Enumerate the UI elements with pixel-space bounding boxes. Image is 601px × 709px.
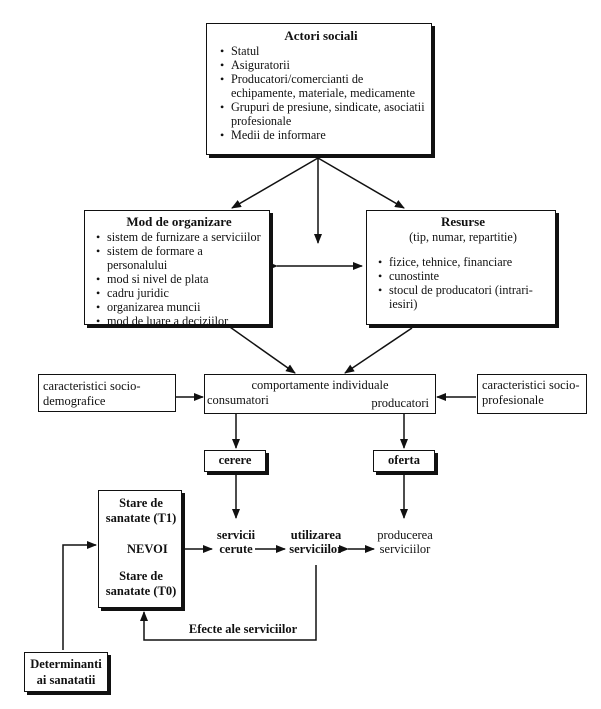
arrow-actori-to-resurse bbox=[317, 157, 405, 209]
mod-item: mod si nivel de plata bbox=[96, 272, 265, 286]
actori-sociali-list: Statul Asiguratorii Producatori/comercia… bbox=[217, 44, 425, 142]
mod-organizare-list: sistem de furnizare a serviciilor sistem… bbox=[93, 230, 265, 328]
mod-item: mod de luare a deciziilor bbox=[96, 314, 265, 328]
actori-item: Producatori/comercianti de echipamente, … bbox=[220, 72, 425, 100]
arrow-mod-to-comport bbox=[219, 319, 296, 374]
actori-sociali-title: Actori sociali bbox=[284, 28, 358, 43]
determinanti-box: Determinanti ai sanatatii bbox=[24, 652, 108, 692]
arrow-actori-to-mod bbox=[231, 157, 319, 209]
actori-item: Medii de informare bbox=[220, 128, 425, 142]
mod-item: sistem de formare a personalului bbox=[96, 244, 265, 272]
actori-item: Statul bbox=[220, 44, 425, 58]
socio-demografice-label: caracteristici socio-demografice bbox=[43, 379, 141, 408]
oferta-label: oferta bbox=[388, 453, 420, 467]
socio-profesionale-box: caracteristici socio-profesionale bbox=[477, 374, 587, 414]
utilizarea-serviciilor-label: utilizarea serviciilor bbox=[289, 528, 343, 556]
determinanti-label: Determinanti ai sanatatii bbox=[30, 657, 102, 687]
stare-t1-label: Stare de sanatate (T1) bbox=[105, 496, 177, 525]
resurse-list: fizice, tehnice, financiare cunostinte s… bbox=[375, 255, 551, 311]
mod-item: organizarea muncii bbox=[96, 300, 265, 314]
arrow-efecte-loop bbox=[140, 565, 317, 641]
consumatori-label: consumatori bbox=[207, 393, 269, 407]
mod-organizare-box: Mod de organizare sistem de furnizare a … bbox=[84, 210, 270, 328]
efecte-serviciilor-label: Efecte ale serviciilor bbox=[188, 622, 298, 636]
mod-item: cadru juridic bbox=[96, 286, 265, 300]
mod-organizare-title: Mod de organizare bbox=[126, 214, 232, 229]
socio-profesionale-label: caracteristici socio-profesionale bbox=[482, 378, 580, 407]
cerere-box: cerere bbox=[204, 450, 266, 472]
stare-t0-label: Stare de sanatate (T0) bbox=[105, 569, 177, 598]
stare-sanatate-box: Stare de sanatate (T1) NEVOI Stare de sa… bbox=[98, 490, 182, 608]
actori-item: Grupuri de presiune, sindicate, asociati… bbox=[220, 100, 425, 128]
arrow-resurse-to-comport bbox=[344, 327, 413, 374]
resurse-box: Resurse (tip, numar, repartitie) fizice,… bbox=[366, 210, 556, 325]
resurse-subtitle: (tip, numar, repartitie) bbox=[409, 230, 517, 244]
producerea-serviciilor-label: producerea serviciilor bbox=[377, 528, 433, 556]
cerere-label: cerere bbox=[218, 453, 252, 467]
actori-item: Asiguratorii bbox=[220, 58, 425, 72]
socio-demografice-box: caracteristici socio-demografice bbox=[38, 374, 176, 412]
arrow-determinanti-to-stare bbox=[62, 541, 97, 650]
actori-sociali-box: Actori sociali Statul Asiguratorii Produ… bbox=[206, 23, 432, 155]
mod-item: sistem de furnizare a serviciilor bbox=[96, 230, 265, 244]
resurse-title: Resurse bbox=[440, 214, 486, 229]
nevoi-label: NEVOI bbox=[127, 542, 168, 556]
resurse-item: fizice, tehnice, financiare bbox=[378, 255, 551, 269]
resurse-item: stocul de producatori (intrari-iesiri) bbox=[378, 283, 551, 311]
producatori-label: producatori bbox=[371, 396, 429, 410]
servicii-cerute-label: servicii cerute bbox=[216, 528, 256, 556]
oferta-box: oferta bbox=[373, 450, 435, 472]
resurse-item: cunostinte bbox=[378, 269, 551, 283]
comportamente-box: comportamente individuale consumatori pr… bbox=[204, 374, 436, 414]
comportamente-title: comportamente individuale bbox=[251, 378, 389, 392]
